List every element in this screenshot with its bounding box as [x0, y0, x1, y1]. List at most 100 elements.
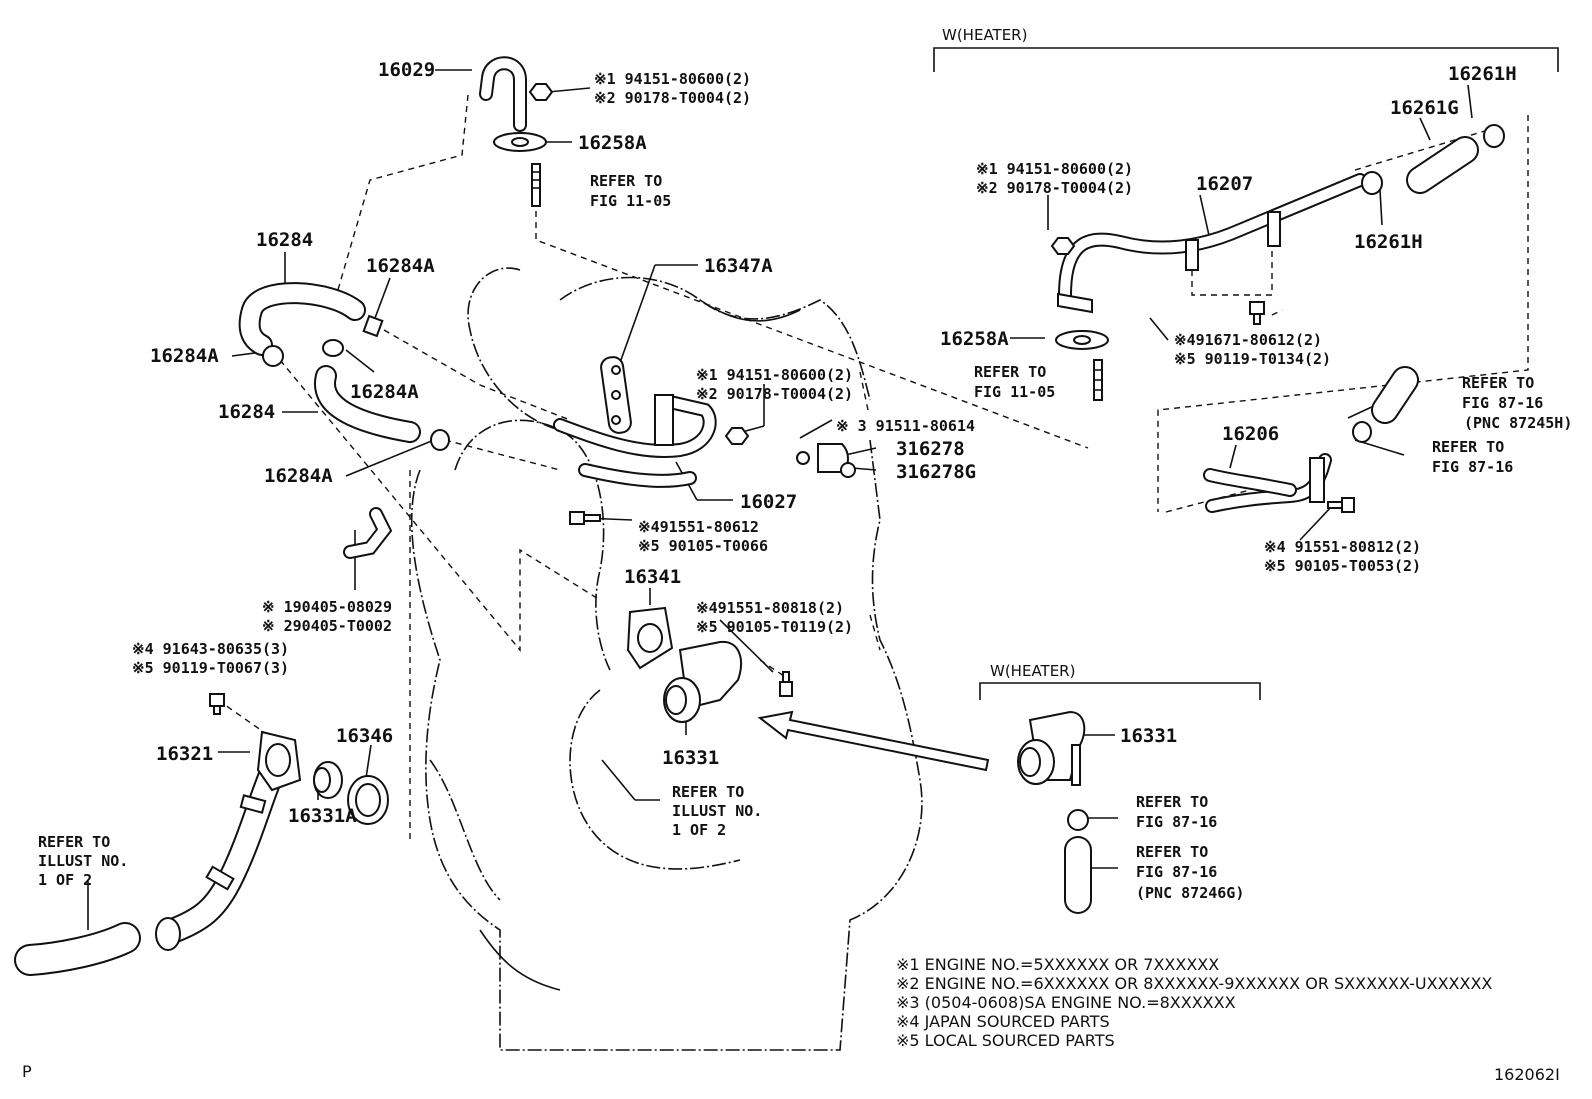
part-16284-hose-top [238, 282, 366, 356]
ref-line: REFER TO [672, 783, 744, 801]
part-90405-elbow [343, 507, 393, 559]
partno-m2: ※ 3 91511-80614 [836, 417, 975, 435]
stud-icon [531, 163, 541, 207]
dashed-leaders [217, 94, 1529, 840]
part-16331-water-outlet [663, 640, 742, 723]
bolt-icon [1249, 301, 1265, 325]
label-16331A: 16331A [288, 805, 357, 827]
direction-arrow [757, 710, 990, 772]
clamp-icon [1361, 124, 1505, 195]
partno-l1a: ※ 190405-08029 [262, 598, 392, 616]
clamp-icon [262, 314, 450, 451]
part-16206-pipe [1203, 453, 1332, 513]
label-16278G: 316278G [896, 461, 976, 483]
ref-line: FIG 87-16 [1462, 394, 1543, 412]
label-16284: 16284 [256, 229, 313, 251]
engine-block-outline [410, 267, 923, 1051]
partno-m4b: ※5 90105-T0119(2) [696, 618, 853, 636]
partno-r3b: ※5 90105-T0053(2) [1264, 557, 1421, 575]
heater-bracket-top [933, 47, 1559, 72]
ref-line: REFER TO [1136, 843, 1208, 861]
part-radiator-hose [14, 922, 141, 976]
label-16331: 16331 [1120, 725, 1177, 747]
label-16347A: 16347A [704, 255, 773, 277]
label-16284A: 16284A [150, 345, 219, 367]
partno-l2a: ※4 91643-80635(3) [132, 640, 289, 658]
part-labels: 16029 16258A 16284 16284A 16284A 16284A … [150, 59, 1517, 827]
footnote: ※4 JAPAN SOURCED PARTS [896, 1012, 1110, 1031]
footnote: ※5 LOCAL SOURCED PARTS [896, 1031, 1115, 1050]
footnote: ※2 ENGINE NO.=6XXXXXX OR 8XXXXXX-9XXXXXX… [896, 974, 1492, 993]
heater-header: W(HEATER) [942, 26, 1027, 44]
label-16331: 16331 [662, 747, 719, 769]
ref-line: REFER TO [1432, 438, 1504, 456]
footnote: ※3 (0504-0608)SA ENGINE NO.=8XXXXXX [896, 993, 1236, 1012]
ref-line: FIG 11-05 [590, 192, 671, 210]
ref-line: FIG 87-16 [1432, 458, 1513, 476]
ref-line: REFER TO [974, 363, 1046, 381]
small-part-numbers: ※1 94151-80600(2) ※2 90178-T0004(2) ※1 9… [132, 70, 1421, 677]
part-16258A-gasket [493, 132, 547, 152]
part-16258A-gasket-right [1055, 330, 1109, 350]
ref-line: REFER TO [1136, 793, 1208, 811]
label-16284A: 16284A [366, 255, 435, 277]
partno-r1a: ※1 94151-80600(2) [976, 160, 1133, 178]
label-16029: 16029 [378, 59, 435, 81]
heater-header: W(HEATER) [990, 662, 1075, 680]
label-16027: 16027 [740, 491, 797, 513]
part-16331A-thermostat [313, 761, 343, 799]
nut-icon [528, 83, 554, 101]
part-16278-fitting [796, 443, 856, 478]
partno-t1a: ※1 94151-80600(2) [594, 70, 751, 88]
label-16258A: 16258A [940, 328, 1009, 350]
stud-icon [1093, 359, 1103, 401]
nut-icon [724, 427, 750, 445]
partno-l2b: ※5 90119-T0067(3) [132, 659, 289, 677]
part-16321-inlet-pipe [155, 730, 302, 951]
part-pnc87245H-hose [1371, 366, 1419, 424]
label-16321: 16321 [156, 743, 213, 765]
part-16341-gasket [626, 606, 674, 670]
ref-line: FIG 11-05 [974, 383, 1055, 401]
ref-line: (PNC 87245H) [1464, 414, 1572, 432]
part-16346-gasket [347, 775, 389, 825]
ref-line: (PNC 87246G) [1136, 884, 1244, 902]
footer-mark: P [22, 1062, 32, 1081]
label-16206: 16206 [1222, 423, 1279, 445]
label-16284A: 16284A [264, 465, 333, 487]
partno-r1b: ※2 90178-T0004(2) [976, 179, 1133, 197]
ref-line: 1 OF 2 [38, 871, 92, 889]
part-16261G-hose [1406, 136, 1479, 194]
partno-m1b: ※2 90178-T0004(2) [696, 385, 853, 403]
part-16331-heater-outlet [1017, 710, 1086, 786]
label-16261G: 16261G [1390, 97, 1459, 119]
part-16027-pipe [553, 394, 717, 488]
partno-m3b: ※5 90105-T0066 [638, 537, 768, 555]
partno-t1b: ※2 90178-T0004(2) [594, 89, 751, 107]
label-16261H: 16261H [1448, 63, 1517, 85]
ref-line: FIG 87-16 [1136, 863, 1217, 881]
partno-l1b: ※ 290405-T0002 [262, 617, 392, 635]
partno-r2b: ※5 90119-T0134(2) [1174, 350, 1331, 368]
part-16284-hose-mid [314, 365, 421, 443]
footnotes: ※1 ENGINE NO.=5XXXXXX OR 7XXXXXX ※2 ENGI… [896, 955, 1492, 1050]
ref-line: ILLUST NO. [38, 852, 128, 870]
partno-r3a: ※4 91551-80812(2) [1264, 538, 1421, 556]
part-16207-pipe [1057, 173, 1367, 314]
nut-icon [1050, 237, 1076, 255]
partno-m3a: ※491551-80612 [638, 518, 759, 536]
part-16029-pipe [479, 56, 527, 132]
ref-line: REFER TO [1462, 374, 1534, 392]
ref-line: 1 OF 2 [672, 821, 726, 839]
figure-id: 162062I [1494, 1065, 1560, 1084]
bolt-icon [1327, 497, 1355, 513]
heater-bracket-bottom [979, 682, 1261, 700]
clamp-icon [1067, 809, 1089, 831]
label-16258A: 16258A [578, 132, 647, 154]
label-16207: 16207 [1196, 173, 1253, 195]
partno-r2a: ※491671-80612(2) [1174, 331, 1322, 349]
label-16346: 16346 [336, 725, 393, 747]
label-16341: 16341 [624, 566, 681, 588]
partno-m1a: ※1 94151-80600(2) [696, 366, 853, 384]
